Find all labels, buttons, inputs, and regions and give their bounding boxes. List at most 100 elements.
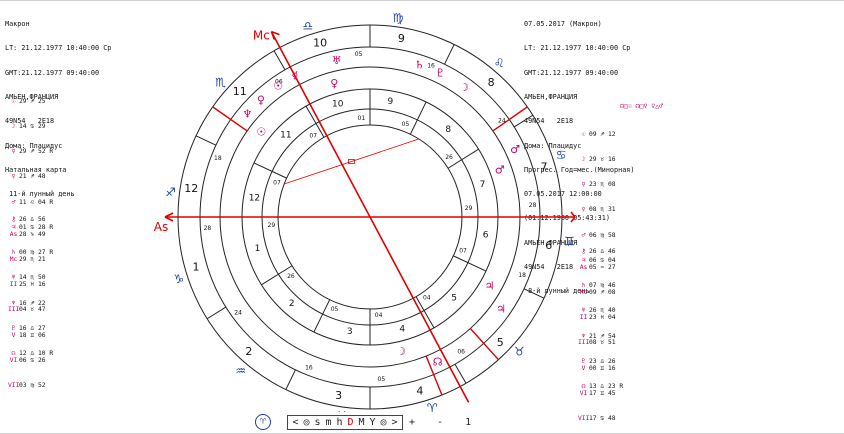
cusp-degree: 16 bbox=[427, 62, 435, 69]
venus-icon: ♀ bbox=[257, 93, 265, 106]
planet-position: 16 ♎ 27 bbox=[19, 324, 46, 332]
house-number: 7 bbox=[540, 161, 547, 174]
step-option[interactable]: ◎ bbox=[380, 416, 387, 428]
mars-icon: ♂ bbox=[510, 143, 520, 156]
house-position: 23 ♓ 04 bbox=[589, 314, 616, 322]
saturn-icon: ♄ bbox=[581, 282, 586, 290]
house-position: 03 ♍ 52 bbox=[19, 382, 46, 390]
natal-info-line: 49N54 2E18 bbox=[5, 117, 55, 126]
plus-minus-buttons[interactable]: + - bbox=[409, 416, 452, 428]
planet-position: 13 ♎ 23 R bbox=[589, 383, 624, 390]
cusp-line-outer bbox=[206, 306, 227, 320]
chiron-icon: ⚷ bbox=[11, 215, 16, 223]
zodiac-sign-icon: ♈ bbox=[427, 401, 438, 412]
inner-house-number: 2 bbox=[289, 299, 295, 309]
sun-icon: ☉ bbox=[581, 130, 586, 138]
zodiac-sign-icon: ♒ bbox=[235, 364, 246, 378]
pluto-icon: ♇ bbox=[581, 357, 586, 365]
natal-info-line: АМЬЕН,ФРАНЦИЯ bbox=[5, 93, 59, 102]
aspect-line bbox=[283, 138, 419, 185]
planet-position: 21 ♐ 54 bbox=[589, 332, 616, 340]
time-step-selector[interactable]: < ◎ s m h D M Y ◎ > bbox=[287, 414, 403, 430]
step-back-button[interactable]: < bbox=[292, 416, 299, 428]
wheel-labels: 112829♑222426♒331605♓440504♈550604♉66180… bbox=[165, 11, 575, 412]
inner-house-number: 7 bbox=[480, 180, 486, 190]
inner-house-number: 6 bbox=[483, 230, 489, 240]
inner-cusp-degree: 05 bbox=[402, 121, 410, 128]
house-label: V bbox=[11, 331, 16, 339]
house-position: 04 ♉ 47 bbox=[19, 306, 46, 314]
inner-cusp-degree: 07 bbox=[309, 132, 317, 139]
chart-wheel[interactable]: 112829♑222426♒331605♓440504♈550604♉66180… bbox=[150, 4, 590, 412]
uranus-icon: ♅ bbox=[581, 307, 586, 315]
natal-info-line: LT: 21.12.1977 10:40:00 Ср bbox=[5, 44, 112, 53]
house-number: 12 bbox=[184, 182, 198, 195]
step-option-selected[interactable]: D bbox=[347, 416, 354, 428]
house-number: 5 bbox=[497, 336, 504, 349]
house-label: As bbox=[579, 263, 588, 271]
midheaven-arrow bbox=[270, 30, 280, 40]
progressed-info-line: 49N54 2E18 bbox=[524, 117, 574, 126]
cusp-line-inner bbox=[409, 101, 427, 135]
planet-position: 06 ♍ 58 bbox=[589, 231, 616, 239]
house-number: 9 bbox=[398, 32, 405, 45]
progressed-marker bbox=[425, 355, 443, 396]
step-option[interactable]: Y bbox=[369, 416, 376, 428]
house-label: VI bbox=[579, 389, 588, 397]
zodiac-sign-icon: ♏ bbox=[215, 76, 226, 90]
planet-position: 14 ♏ 50 bbox=[19, 274, 46, 282]
planet-row: ☊12 ♎ 10 R bbox=[8, 350, 54, 358]
aspect-strip: ☊□☉ ☊□♀ ♀△♂ bbox=[620, 102, 664, 110]
planet-position: 26 ♏ 40 bbox=[589, 307, 616, 315]
house-position: 17 ♋ 48 bbox=[589, 415, 616, 423]
house-number: 2 bbox=[245, 345, 252, 358]
descendant-arrow bbox=[570, 211, 576, 223]
cusp-line-inner bbox=[261, 265, 293, 286]
inner-cusp-degree: 26 bbox=[287, 273, 295, 280]
cusp-degree: 24 bbox=[498, 118, 506, 125]
planet-position: 16 ♐ 22 bbox=[19, 299, 46, 307]
progressed-planet-table: ☉09 ♐ 12 ☽29 ♉ 16 ☿23 ♏ 08 ♀08 ♏ 31 ♂06 … bbox=[578, 114, 624, 408]
step-forward-button[interactable]: > bbox=[391, 416, 398, 428]
step-option[interactable]: s bbox=[314, 416, 321, 428]
pluto-icon: ♇ bbox=[435, 67, 445, 80]
house-label: VI bbox=[9, 356, 18, 364]
planet-row: ♆16 ♐ 22 bbox=[8, 300, 53, 308]
planet-row: ☿29 ♐ 52 R bbox=[8, 148, 54, 156]
midheaven-axis bbox=[270, 31, 470, 403]
node-icon: ☊ bbox=[11, 350, 16, 357]
cusp-line-outer bbox=[195, 135, 217, 146]
step-option[interactable]: m bbox=[325, 416, 332, 428]
planet-glyphs: ☉☿♀♆♄♅♇☽♂♃☊☉♀♂♃☽ bbox=[242, 54, 519, 369]
natal-info-block: Макрон LT: 21.12.1977 10:40:00 Ср GMT:21… bbox=[5, 4, 111, 214]
zodiac-sign-icon: ♋ bbox=[556, 148, 567, 162]
chart-mode-button[interactable]: ♈ bbox=[255, 414, 271, 430]
planet-row: ♃06 ♋ 04 bbox=[578, 257, 623, 265]
house-number: 6 bbox=[545, 239, 552, 252]
uranus-icon: ♅ bbox=[11, 274, 16, 282]
house-row: III08 ♉ 51 bbox=[578, 339, 616, 347]
cusp-degree: 18 bbox=[214, 155, 222, 162]
house-label: VII bbox=[8, 382, 20, 390]
inner-house-number: 4 bbox=[399, 324, 405, 334]
cusp-line-outer bbox=[273, 50, 286, 71]
step-option[interactable]: h bbox=[336, 416, 343, 428]
planet-row: ♃01 ♋ 28 R bbox=[8, 223, 54, 232]
neptune-icon: ♆ bbox=[581, 332, 586, 340]
house-position: 05 ♒ 27 bbox=[589, 263, 616, 271]
planet-position: 01 ♋ 28 R bbox=[19, 223, 54, 231]
progressed-info-line: АМЬЕН,ФРАНЦИЯ bbox=[524, 238, 578, 247]
step-option[interactable]: ◎ bbox=[303, 416, 310, 428]
house-number: 4 bbox=[416, 384, 423, 397]
step-option[interactable]: M bbox=[358, 416, 365, 428]
house-position: 00 ♊ 16 bbox=[589, 364, 616, 372]
zodiac-sign-icon: ♓ bbox=[337, 409, 348, 412]
house-number: 10 bbox=[313, 37, 327, 50]
house-number: 8 bbox=[488, 76, 495, 89]
progressed-marker bbox=[492, 106, 528, 132]
inner-cusp-degree: 29 bbox=[268, 222, 276, 229]
